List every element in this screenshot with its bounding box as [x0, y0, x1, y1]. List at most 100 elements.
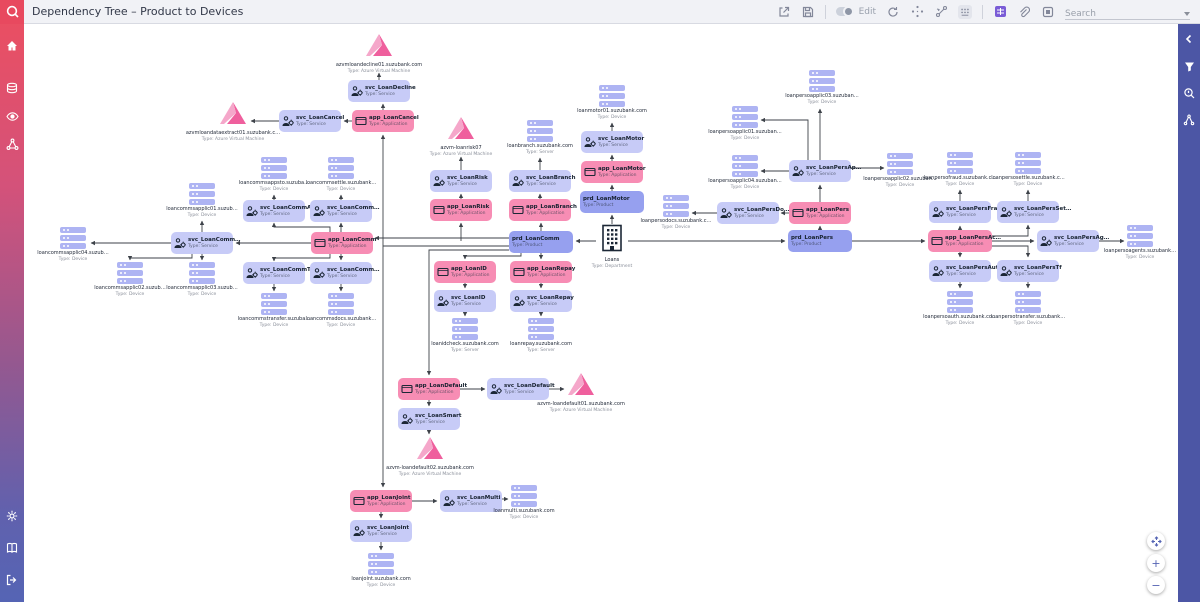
info-icon[interactable] [1180, 84, 1198, 102]
open-in-new-icon[interactable] [777, 5, 791, 19]
filter-icon[interactable] [1180, 57, 1198, 75]
toggle-knob[interactable] [842, 6, 854, 17]
search-input[interactable]: Search [1065, 4, 1190, 20]
home-icon[interactable] [0, 34, 24, 58]
node-svc_comm_d[interactable]: svc_LoanComm…Type: Service [310, 262, 380, 284]
app-logo-icon[interactable] [0, 0, 24, 24]
host-label: loancommsapplic03.suzub… [166, 285, 238, 291]
node-host_applic03[interactable]: loancommsapplic03.suzub…Type: Device [142, 262, 262, 297]
node-host_papplic01[interactable]: loanpersoapplic01.suzuban…Type: Device [685, 106, 805, 141]
host-type: Type: Device [730, 135, 760, 141]
settings-icon[interactable] [0, 504, 24, 528]
node-svc_pers_ap[interactable]: svc_LoanPersAp…Type: Service [789, 160, 861, 182]
eye-icon[interactable] [0, 104, 24, 128]
node-host_cdocs[interactable]: loancommsdocs.suzubank…Type: Device [281, 293, 401, 328]
tree-icon[interactable] [1180, 111, 1198, 129]
node-host_papplic03[interactable]: loanpersoapplic03.suzuban…Type: Device [762, 70, 882, 105]
node-host_settle[interactable]: loancommsettle.suzubank…Type: Device [281, 157, 401, 192]
node-host_applic04[interactable]: loancommsapplic04.suzub…Type: Device [13, 227, 133, 262]
node-host_transfer[interactable]: loancommstransfer.suzuba…Type: Device [214, 293, 334, 328]
node-host_applic01[interactable]: loancommsapplic01.suzub…Type: Device [142, 183, 262, 218]
node-svc_comm_l[interactable]: svc_LoanComm…Type: Service [171, 232, 241, 254]
node-host_fraud[interactable]: loanpersofraud.suzubank.c…Type: Device [900, 152, 1020, 187]
layers-icon[interactable] [0, 76, 24, 100]
flow-icon[interactable] [934, 5, 948, 19]
toggle-track[interactable] [835, 6, 854, 17]
auto-layout-icon[interactable] [910, 5, 924, 19]
node-host_agents[interactable]: loanpersoagents.suzubank…Type: Device [1080, 225, 1200, 260]
node-svc_pers_do[interactable]: svc_LoanPersDo…Type: Service [717, 202, 789, 224]
collapse-icon[interactable] [1180, 30, 1198, 48]
node-svc_comm_b[interactable]: svc_LoanComm…Type: Service [310, 200, 380, 222]
node-svc_comm_a[interactable]: svc_LoanCommA…Type: Service [243, 200, 317, 222]
node-svc_pers_fr[interactable]: svc_LoanPersFra…Type: Service [929, 201, 1003, 223]
node-host_pauth[interactable]: loanpersoauth.suzubank.co…Type: Device [900, 291, 1020, 326]
save-icon[interactable] [801, 5, 815, 19]
node-svc_pers_ag[interactable]: svc_LoanPersAg…Type: Service [1037, 230, 1109, 252]
server-stack-icon [368, 553, 394, 575]
zoom-in-button[interactable]: + [1147, 554, 1165, 572]
node-host_applic02[interactable]: loancommsapplic02.suzub…Type: Device [70, 262, 190, 297]
node-host_appsto[interactable]: loancommsappsto.suzuba…Type: Device [214, 157, 334, 192]
table-view-icon[interactable] [993, 5, 1007, 19]
node-host_ptransfer[interactable]: loanpersotransfer.suzubank…Type: Device [968, 291, 1088, 326]
node-az_extract[interactable]: azvmloandataextract01.suzubank.c…Type: A… [173, 101, 293, 142]
grid-layout-icon[interactable] [958, 4, 972, 19]
fit-view-button[interactable] [1147, 532, 1165, 550]
docs-icon[interactable] [0, 536, 24, 560]
attachment-icon[interactable] [1017, 5, 1031, 19]
export-image-icon[interactable] [1041, 5, 1055, 19]
node-type: Type: Product [791, 241, 822, 247]
edit-toggle[interactable]: Edit [835, 6, 876, 17]
node-host_papplic04[interactable]: loanpersoapplic04.suzuban…Type: Device [685, 155, 805, 190]
node-host_pdocs[interactable]: loanpersodocs.suzubank.c…Type: Device [616, 195, 736, 230]
node-app_pers_ac[interactable]: app_LoanPersAc…Type: Application [928, 230, 1001, 252]
node-svc_pers_set[interactable]: svc_LoanPersSet…Type: Service [997, 201, 1071, 223]
logout-icon[interactable] [0, 568, 24, 592]
refresh-icon[interactable] [886, 5, 900, 19]
network-icon[interactable] [0, 132, 24, 156]
node-host_papplic02[interactable]: loanpersoapplic02.suzuban…Type: Device [840, 153, 960, 188]
chevron-down-icon[interactable] [1184, 11, 1190, 16]
node-host_psettle[interactable]: loanpersosettle.suzubank.c…Type: Device [968, 152, 1088, 187]
zoom-out-button[interactable]: − [1147, 576, 1165, 594]
